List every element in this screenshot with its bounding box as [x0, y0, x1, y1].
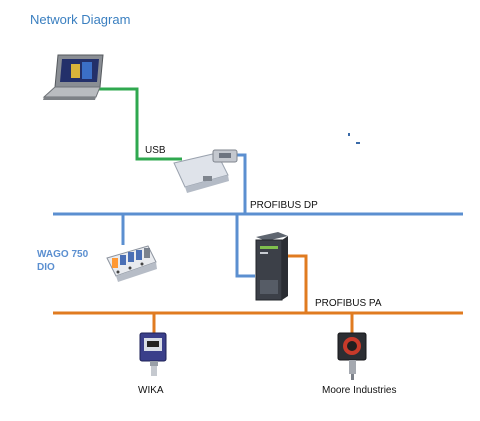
- usb-label: USB: [145, 145, 166, 156]
- moore-label: Moore Industries: [322, 385, 396, 396]
- moore-transmitter-icon: [337, 332, 367, 380]
- plc-dp-drop: [235, 214, 255, 278]
- plc-pa-link: [288, 254, 308, 313]
- adapter-dp-link: [232, 153, 247, 214]
- laptop-icon: [42, 54, 104, 100]
- profibus-dp-label: PROFIBUS DP: [250, 200, 318, 211]
- diagram-title: Network Diagram: [30, 12, 130, 27]
- usb-adapter-icon: [173, 149, 238, 193]
- plc-module-icon: [255, 232, 288, 301]
- profibus-pa-label: PROFIBUS PA: [315, 298, 382, 309]
- wago-label-line2: DIO: [37, 262, 55, 273]
- wika-transmitter-icon: [139, 332, 167, 376]
- usb-cable: [97, 87, 182, 161]
- speck-1: [348, 133, 350, 136]
- speck-2: [356, 142, 360, 144]
- wika-label: WIKA: [138, 385, 164, 396]
- wago-io-module-icon: [106, 245, 157, 282]
- wago-label-line1: WAGO 750: [37, 249, 89, 260]
